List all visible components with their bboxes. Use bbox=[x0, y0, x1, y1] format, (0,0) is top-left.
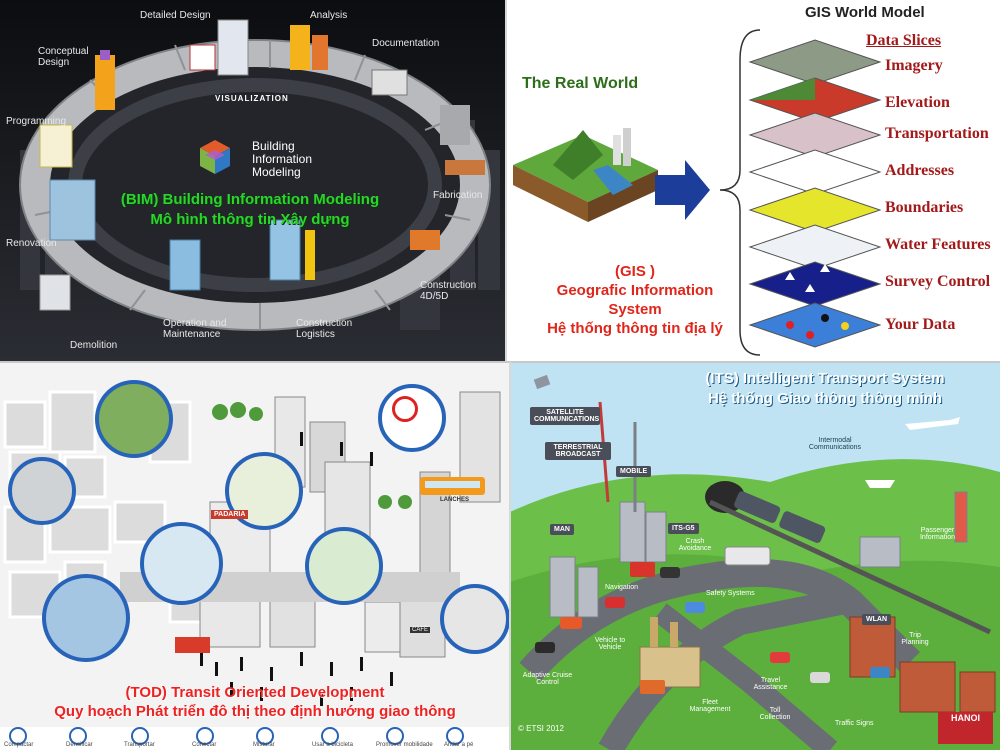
its-box-itsg5: ITS-G5 bbox=[668, 523, 699, 534]
its-label-passenger: Passenger Information bbox=[919, 527, 956, 541]
tod-sign-padaria: PADARIA bbox=[211, 510, 249, 519]
divider-middle bbox=[0, 361, 1000, 363]
tod-label-misturar: Misturar bbox=[253, 742, 275, 748]
bim-title-en: (BIM) Building Information Modeling bbox=[120, 191, 380, 208]
tod-circle-crowd bbox=[440, 584, 510, 654]
bim-stage-construction: Construction 4D/5D bbox=[420, 280, 477, 302]
bim-stage-programming: Programming bbox=[6, 116, 67, 127]
tod-label-conectar: Conectar bbox=[192, 742, 217, 748]
gis-caption: (GIS ) Geografic Information System Hệ t… bbox=[525, 262, 745, 338]
divider-bottom bbox=[509, 362, 511, 750]
gis-slice-imagery: Imagery bbox=[885, 57, 943, 74]
bim-stage-detailed-design: Detailed Design bbox=[140, 10, 211, 21]
tod-circle-map bbox=[8, 457, 76, 525]
divider-top bbox=[505, 0, 507, 362]
gis-slice-addresses: Addresses bbox=[885, 162, 955, 179]
tod-circle-cycling bbox=[305, 527, 383, 605]
gis-slice-elevation: Elevation bbox=[885, 94, 950, 111]
tod-label-densificar: Densificar bbox=[66, 742, 93, 748]
its-label-intermodal: Intermodal Communications bbox=[808, 437, 862, 451]
tod-sign-lanches: LANCHES bbox=[440, 497, 470, 503]
gis-caption-line-2: Geografic Information bbox=[556, 282, 714, 299]
its-label-trip: Trip Planning bbox=[901, 632, 929, 646]
its-title-vi: Hệ thống Giao thông thông minh bbox=[707, 390, 943, 407]
tod-panel: PADARIA LANCHES CAFÉ (TOD) Transit Orien… bbox=[0, 362, 510, 750]
gis-real-world-label: The Real World bbox=[522, 75, 639, 92]
bim-center-line-3: Modeling bbox=[252, 165, 301, 179]
bim-center-line-1: Building bbox=[252, 139, 295, 153]
its-label-v2v: Vehicle to Vehicle bbox=[594, 637, 626, 651]
gis-caption-line-4: Hệ thống thông tin địa lý bbox=[547, 320, 723, 337]
its-panel: (ITS) Intelligent Transport System Hệ th… bbox=[510, 362, 1000, 750]
gis-caption-line-1: (GIS ) bbox=[615, 263, 655, 280]
its-box-mobile: MOBILE bbox=[616, 466, 652, 477]
bim-stage-demolition: Demolition bbox=[70, 340, 118, 351]
gis-slice-water-features: Water Features bbox=[885, 236, 991, 253]
tod-circle-bus bbox=[140, 522, 223, 605]
tod-label-bicicleta: Usar a bicicleta bbox=[312, 742, 354, 748]
tod-title-en: (TOD) Transit Oriented Development bbox=[125, 684, 385, 701]
its-copyright: © ETSI 2012 bbox=[518, 724, 564, 733]
bim-center-line-2: Information bbox=[252, 152, 313, 166]
gis-slice-survey-control: Survey Control bbox=[885, 273, 991, 290]
gis-panel: GIS World Model Data Slices Imagery Elev… bbox=[505, 0, 1000, 362]
hanoi-logo: HANOI bbox=[938, 712, 993, 744]
its-label-toll: Toll Collection bbox=[759, 707, 791, 721]
its-label-travel: Travel Assistance bbox=[753, 677, 788, 691]
bim-stage-logistics: Construction Logistics bbox=[296, 318, 353, 340]
bim-stage-analysis: Analysis bbox=[310, 10, 348, 21]
gis-model-graphic bbox=[513, 29, 882, 356]
tod-circle-neighborhood bbox=[95, 380, 173, 458]
its-label-fleet: Fleet Management bbox=[689, 699, 731, 713]
tod-label-transportar: Transportar bbox=[124, 742, 155, 748]
gis-slice-transportation: Transportation bbox=[885, 125, 989, 142]
its-box-wlan: WLAN bbox=[862, 614, 891, 625]
its-label-safety: Safety Systems bbox=[706, 590, 755, 597]
bim-stage-renovation: Renovation bbox=[6, 238, 57, 249]
gis-slice-your-data: Your Data bbox=[885, 316, 956, 333]
bim-stage-conceptual-design: Conceptual Design bbox=[38, 46, 89, 68]
its-title-en: (ITS) Intelligent Transport System bbox=[705, 370, 945, 387]
bim-panel: Detailed Design Analysis Conceptual Desi… bbox=[0, 0, 505, 362]
bim-title-vi: Mô hình thông tin Xây dựng bbox=[150, 211, 350, 228]
tod-title-vi: Quy hoạch Phát triển đô thị theo định hư… bbox=[54, 703, 456, 720]
tod-label-compactar: Compactar bbox=[4, 742, 34, 748]
its-scene-graphic bbox=[510, 362, 1000, 750]
gis-slice-boundaries: Boundaries bbox=[885, 199, 964, 216]
its-label-traffic-signs: Traffic Signs bbox=[835, 720, 874, 727]
its-label-navigation: Navigation bbox=[605, 584, 639, 591]
bim-ring-label: VISUALIZATION bbox=[215, 94, 289, 103]
bim-cycle-graphic bbox=[0, 0, 505, 362]
tod-circle-buildings bbox=[42, 574, 130, 662]
bim-stage-documentation: Documentation bbox=[372, 38, 440, 49]
gis-model-title: GIS World Model bbox=[805, 4, 925, 21]
tod-label-andar: Andar a pé bbox=[444, 742, 474, 748]
tod-label-mobilidade: Promover mobilidade bbox=[376, 742, 433, 748]
its-box-satellite: SATELLITE COMMUNICATIONS bbox=[530, 407, 600, 425]
its-label-crash: Crash Avoidance bbox=[678, 538, 712, 552]
tod-sign-cafe: CAFÉ bbox=[410, 627, 431, 633]
bim-stage-fabrication: Fabrication bbox=[433, 190, 483, 201]
its-box-man: MAN bbox=[550, 524, 574, 535]
tod-circle-sign bbox=[378, 384, 446, 452]
its-box-broadcast: TERRESTRIAL BROADCAST bbox=[545, 442, 611, 460]
its-label-cruise: Adaptive Cruise Control bbox=[522, 672, 573, 686]
hanoi-logo-text: HANOI bbox=[951, 713, 980, 723]
gis-caption-line-3: System bbox=[608, 301, 662, 318]
bim-stage-operation: Operation and Maintenance bbox=[163, 318, 227, 340]
bim-center-label: Building Information Modeling bbox=[252, 140, 312, 179]
gis-slices-header: Data Slices bbox=[866, 32, 942, 49]
